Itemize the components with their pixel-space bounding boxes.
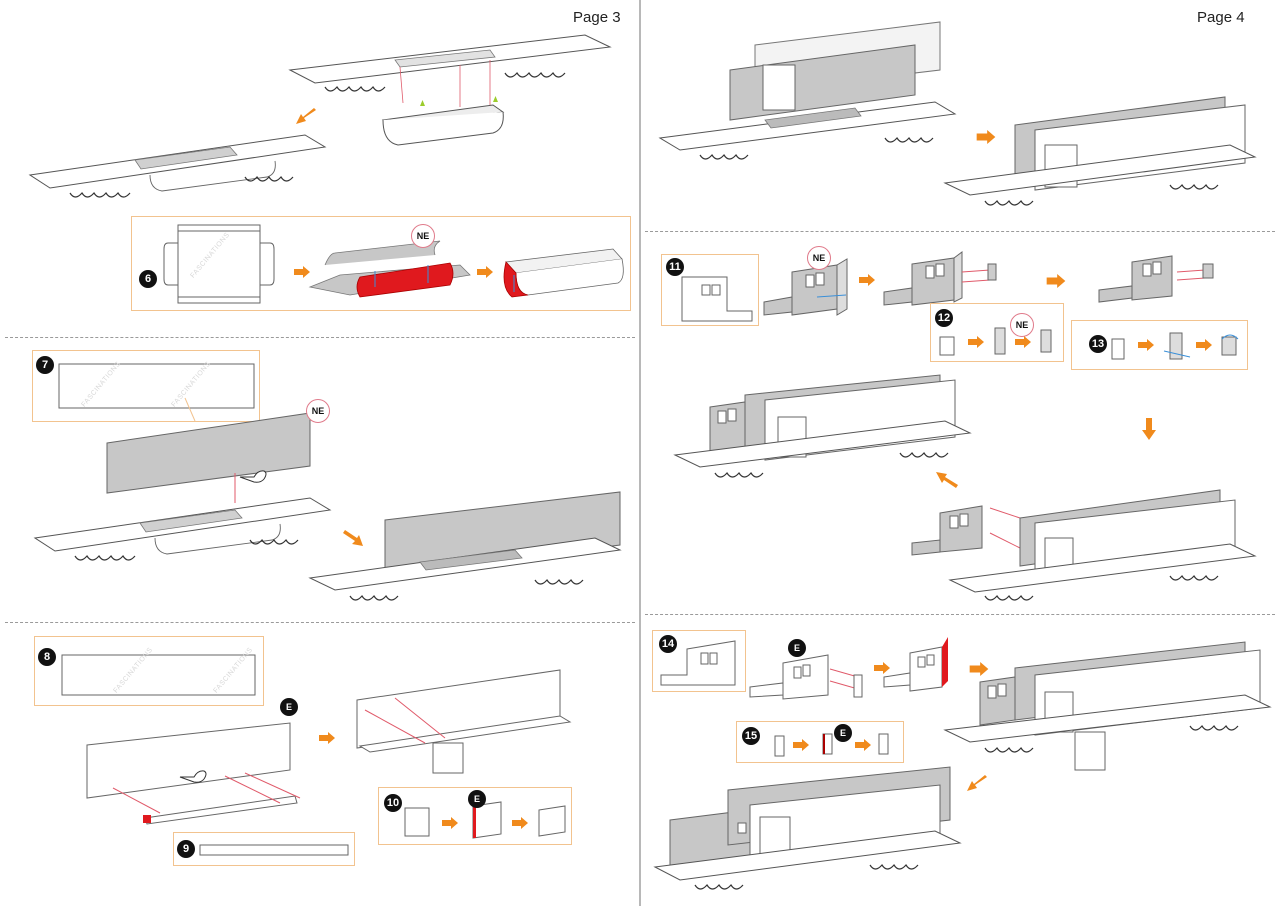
e-badge: E: [468, 790, 486, 808]
chassis-drawing: [28, 134, 327, 198]
callout-step-14: 14: [652, 630, 746, 692]
callout-step-6: 6 NE FASCINATIONS: [131, 216, 631, 311]
section-divider: [645, 231, 1275, 232]
step-number-7: 7: [36, 356, 54, 374]
step-number-15: 15: [742, 727, 760, 745]
folding-door-part: [472, 801, 502, 839]
tank-part-drawing: [381, 96, 505, 146]
step-number-11: 11: [666, 258, 684, 276]
side-panel-drawing: [106, 397, 311, 503]
folding-step-part: [822, 733, 833, 755]
ne-badge: NE: [411, 224, 435, 248]
finished-bracket-part: [1221, 334, 1239, 356]
chassis-drawing: [33, 497, 332, 561]
flat-bracket-part: [1111, 338, 1125, 360]
page-label-left: Page 3: [573, 9, 621, 26]
callout-step-10: 10 E: [378, 787, 572, 845]
callout-step-9: 9: [173, 832, 355, 866]
step-number-14: 14: [659, 635, 677, 653]
step-arrow-down: [1142, 418, 1156, 440]
chassis-drawing: [288, 34, 612, 107]
folding-bracket-part: [994, 327, 1006, 355]
finished-bracket-part: [1040, 329, 1052, 353]
step-number-12: 12: [935, 309, 953, 327]
locomotive-drawing: [943, 641, 1272, 771]
locomotive-drawing: [673, 374, 972, 478]
hand-pointer-icon: [179, 770, 207, 783]
callout-step-11: 11: [661, 254, 759, 326]
finished-door-part: [538, 805, 566, 837]
folding-tank-part: [308, 240, 471, 298]
chassis-with-panels-drawing: [943, 96, 1257, 206]
folding-bracket-part: [1163, 332, 1191, 360]
ne-badge: NE: [1010, 313, 1034, 337]
e-badge: E: [834, 724, 852, 742]
cab-and-chassis-drawing: [911, 489, 1257, 601]
callout-step-12: 12 NE: [930, 303, 1064, 362]
hand-pointer-icon: [239, 470, 267, 483]
step-number-13: 13: [1089, 335, 1107, 353]
flat-side-panel: [61, 654, 256, 696]
bracket-part: [939, 336, 955, 356]
side-panel-with-rail-drawing: [86, 722, 301, 825]
step-number-10: 10: [384, 794, 402, 812]
rail-part: [199, 844, 349, 856]
e-badge: E: [788, 639, 806, 657]
step-arrow: [967, 775, 987, 791]
section-divider: [645, 614, 1275, 615]
section-divider: [5, 622, 635, 623]
callout-step-7: 7 FASCINATIONS FASCINATIONS: [32, 350, 260, 422]
panel-assembly-drawing: [356, 669, 572, 774]
cab-part-drawing: [883, 251, 997, 306]
page-divider: [639, 0, 641, 906]
flat-door-part: [404, 807, 430, 837]
cab-part-drawing: [763, 258, 848, 316]
step-arrow: [296, 108, 316, 124]
page-label-right: Page 4: [1197, 9, 1245, 26]
flat-step-part: [774, 735, 785, 757]
cab-part-drawing: [749, 654, 863, 700]
finished-tank-part: [503, 248, 624, 298]
callout-step-8: 8 FASCINATIONS FASCINATIONS: [34, 636, 264, 706]
finished-step-part: [878, 733, 889, 755]
step-arrow: [343, 530, 363, 546]
step-number-6: 6: [139, 270, 157, 288]
chassis-with-panel-drawing: [308, 491, 622, 601]
cab-part-drawing: [883, 637, 948, 692]
flat-side-panel: [58, 363, 255, 409]
flat-tank-part: [163, 224, 275, 304]
chassis-with-panel-drawing: [658, 21, 957, 160]
ne-badge: NE: [807, 246, 831, 270]
step-number-8: 8: [38, 648, 56, 666]
ne-badge: NE: [306, 399, 330, 423]
step-number-9: 9: [177, 840, 195, 858]
cab-part-drawing: [1098, 255, 1214, 303]
callout-step-13: 13: [1071, 320, 1248, 370]
section-divider: [5, 337, 635, 338]
e-badge: E: [280, 698, 298, 716]
callout-step-15: 15 E: [736, 721, 904, 763]
flat-cab-part: [681, 276, 753, 322]
finished-locomotive-drawing: [653, 766, 962, 890]
flat-cab-part: [660, 640, 736, 686]
step-arrow: [936, 472, 958, 488]
